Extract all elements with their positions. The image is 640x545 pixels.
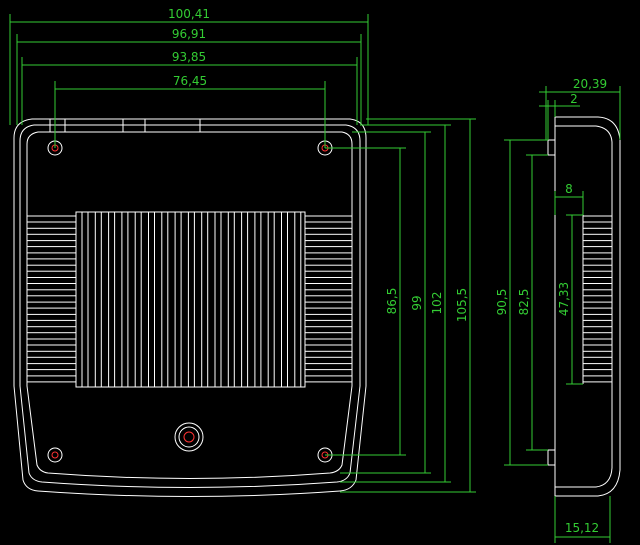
fin bbox=[582, 240, 613, 248]
enclosure-outer-outline bbox=[13, 118, 367, 497]
fin bbox=[582, 264, 613, 272]
mounting-hole-bottom-left bbox=[47, 447, 63, 463]
dim-hole-spacing-y: 86,5 bbox=[385, 288, 399, 315]
fin bbox=[582, 375, 613, 383]
fin bbox=[582, 350, 613, 358]
dim-side-height-outer: 90,5 bbox=[495, 289, 509, 316]
front-horizontal-dimensions bbox=[9, 14, 369, 148]
fin bbox=[582, 289, 613, 297]
dim-height-outer: 102 bbox=[430, 292, 444, 315]
fin bbox=[582, 252, 613, 260]
side-mount-boss-bottom bbox=[547, 449, 556, 466]
dim-fin-height: 47,33 bbox=[557, 282, 571, 316]
side-view bbox=[547, 116, 621, 497]
side-dimensions bbox=[504, 86, 621, 543]
dim-width-overall: 100,41 bbox=[168, 7, 210, 21]
dim-width-outer: 96,91 bbox=[172, 27, 206, 41]
dim-height-overall: 105,5 bbox=[455, 288, 469, 322]
fin bbox=[582, 338, 613, 346]
fin bbox=[582, 277, 613, 284]
cable-gland bbox=[174, 422, 204, 452]
dim-boss-depth: 2 bbox=[570, 92, 578, 106]
fin bbox=[582, 363, 613, 371]
dim-depth-overall: 20,39 bbox=[573, 77, 607, 91]
fin bbox=[582, 301, 613, 309]
dim-width-inner: 93,85 bbox=[172, 50, 206, 64]
front-vertical-dimensions bbox=[325, 118, 476, 493]
fin bbox=[582, 313, 613, 321]
side-outer-outline bbox=[554, 116, 621, 497]
dim-body-depth: 15,12 bbox=[565, 521, 599, 535]
fin bbox=[582, 227, 613, 235]
fin bbox=[582, 215, 613, 223]
dim-side-height-inner: 82,5 bbox=[517, 289, 531, 316]
heat-sink-frame bbox=[75, 211, 306, 388]
front-view bbox=[13, 118, 367, 497]
fin bbox=[582, 326, 613, 334]
dim-hole-spacing-x: 76,45 bbox=[173, 74, 207, 88]
enclosure-inner-outline bbox=[19, 124, 361, 488]
dim-height-inner: 99 bbox=[410, 295, 424, 310]
dim-fin-offset: 8 bbox=[565, 182, 573, 196]
side-heat-sink-fins bbox=[582, 215, 613, 383]
side-mount-boss-top bbox=[547, 139, 556, 156]
